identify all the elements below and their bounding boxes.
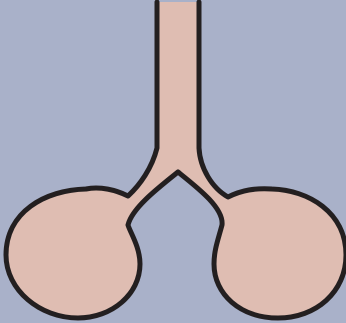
airway-diagram: [0, 0, 346, 323]
diagram-canvas: [0, 0, 346, 323]
